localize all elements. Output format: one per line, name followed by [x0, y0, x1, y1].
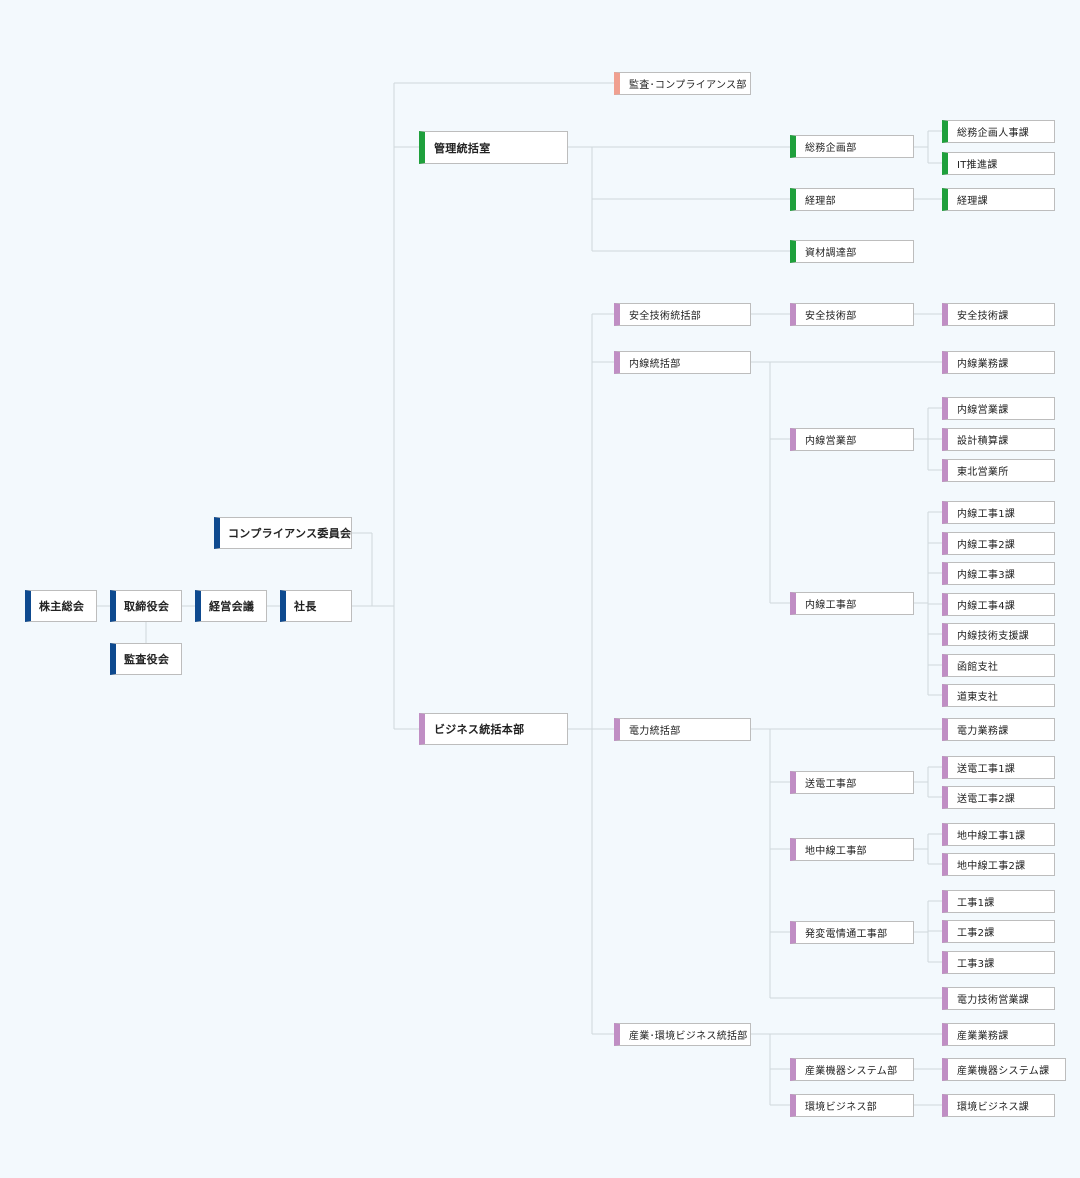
org-box-anzen-bu: 安全技術部: [790, 303, 914, 326]
org-box-souden1: 送電工事1課: [942, 756, 1055, 779]
org-box-business-honbu: ビジネス統括本部: [419, 713, 568, 745]
org-box-sangyou-gyoumu-ka: 産業業務課: [942, 1023, 1055, 1046]
org-box-kankyou-ka: 環境ビジネス課: [942, 1094, 1055, 1117]
org-box-naisen-toukatsu: 内線統括部: [614, 351, 751, 374]
org-box-it-ka: IT推進課: [942, 152, 1055, 175]
org-box-naisen-kouji-bu: 内線工事部: [790, 592, 914, 615]
org-box-naisen-shien: 内線技術支援課: [942, 623, 1055, 646]
org-box-shizai-bu: 資材調達部: [790, 240, 914, 263]
org-box-hatsuhen-bu: 発変電情通工事部: [790, 921, 914, 944]
org-box-kankyou-bu: 環境ビジネス部: [790, 1094, 914, 1117]
org-box-naisen-kouji2: 内線工事2課: [942, 532, 1055, 555]
org-box-naisen-eigyou-ka: 内線営業課: [942, 397, 1055, 420]
org-box-soumu-jinji-ka: 総務企画人事課: [942, 120, 1055, 143]
org-box-anzen-toukatsu: 安全技術統括部: [614, 303, 751, 326]
org-box-naisen-eigyou-bu: 内線営業部: [790, 428, 914, 451]
org-box-naisen-kouji4: 内線工事4課: [942, 593, 1055, 616]
org-box-touhoku-eigyousho: 東北営業所: [942, 459, 1055, 482]
org-box-denryoku-toukatsu: 電力統括部: [614, 718, 751, 741]
org-box-sangyou-kiki-bu: 産業機器システム部: [790, 1058, 914, 1081]
org-box-kabunushi: 株主総会: [25, 590, 97, 622]
org-box-chichuu2: 地中線工事2課: [942, 853, 1055, 876]
org-box-keiri-bu: 経理部: [790, 188, 914, 211]
org-box-douto: 道東支社: [942, 684, 1055, 707]
org-box-denryoku-eigyou-ka: 電力技術営業課: [942, 987, 1055, 1010]
org-box-naisen-kouji3: 内線工事3課: [942, 562, 1055, 585]
org-box-chichuu1: 地中線工事1課: [942, 823, 1055, 846]
org-box-kouji3: 工事3課: [942, 951, 1055, 974]
org-box-souden-bu: 送電工事部: [790, 771, 914, 794]
org-box-sekkei-ka: 設計積算課: [942, 428, 1055, 451]
org-box-soumu-kikaku-bu: 総務企画部: [790, 135, 914, 158]
org-box-kansayaku: 監査役会: [110, 643, 182, 675]
org-box-denryoku-gyoumu-ka: 電力業務課: [942, 718, 1055, 741]
org-box-kansa-compliance: 監査･コンプライアンス部: [614, 72, 751, 95]
org-box-keiri-ka: 経理課: [942, 188, 1055, 211]
org-box-anzen-ka: 安全技術課: [942, 303, 1055, 326]
org-box-keiei: 経営会議: [195, 590, 267, 622]
org-box-kouji2: 工事2課: [942, 920, 1055, 943]
org-box-kanri-toukatsu: 管理統括室: [419, 131, 568, 164]
org-box-souden2: 送電工事2課: [942, 786, 1055, 809]
org-box-kouji1: 工事1課: [942, 890, 1055, 913]
org-box-hakodate: 函館支社: [942, 654, 1055, 677]
org-box-naisen-gyoumu-ka: 内線業務課: [942, 351, 1055, 374]
org-box-naisen-kouji1: 内線工事1課: [942, 501, 1055, 524]
org-box-sangyou-kiki-ka: 産業機器システム課: [942, 1058, 1066, 1081]
org-box-chichuu-bu: 地中線工事部: [790, 838, 914, 861]
org-box-compliance-iinkai: コンプライアンス委員会: [214, 517, 352, 549]
org-box-sangyou-toukatsu: 産業･環境ビジネス統括部: [614, 1023, 751, 1046]
org-box-shacho: 社長: [280, 590, 352, 622]
org-box-torishimari: 取締役会: [110, 590, 182, 622]
